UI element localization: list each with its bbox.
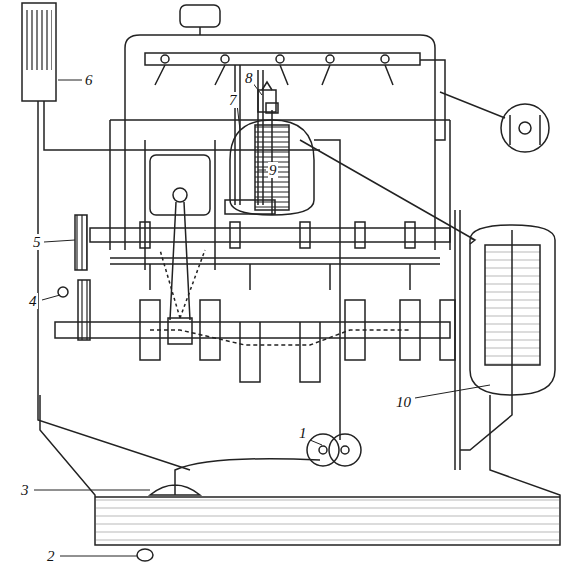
fine-filter <box>230 103 314 215</box>
camshaft <box>90 222 450 248</box>
main-gallery <box>110 258 440 264</box>
engine-block <box>110 120 450 250</box>
flywheel <box>455 210 460 470</box>
callout-number: 3 <box>20 482 30 498</box>
oil-radiator <box>22 3 56 101</box>
callout-number: 9 <box>268 162 278 178</box>
leader-lines <box>34 80 490 556</box>
radiator-return-line <box>38 101 190 470</box>
rockers <box>155 55 393 85</box>
cylinder <box>145 140 215 270</box>
rocker-shaft <box>145 53 420 65</box>
callout-number: 10 <box>395 394 412 410</box>
oil-sump <box>40 395 560 545</box>
connecting-rod <box>170 202 190 320</box>
radiator-feed-line <box>44 101 222 150</box>
pump-delivery-line <box>314 140 340 440</box>
callout-number: 1 <box>298 425 308 441</box>
gear-pump <box>307 434 361 466</box>
callout-number: 4 <box>28 293 38 309</box>
crankshaft-gear <box>78 280 90 340</box>
valve-cover <box>125 35 435 120</box>
filler-cap <box>180 5 220 27</box>
oil-intake <box>150 459 320 495</box>
pressure-gauge-inset <box>501 104 549 152</box>
centrifugal-filter <box>460 225 555 450</box>
callout-number: 6 <box>84 72 94 88</box>
callout-number: 2 <box>46 548 56 564</box>
rocker-oil-line <box>420 60 445 140</box>
callout-number: 8 <box>244 70 254 86</box>
callout-number: 5 <box>32 234 42 250</box>
callout-number: 7 <box>228 92 238 108</box>
crankshaft <box>55 300 455 382</box>
piston <box>150 155 210 215</box>
drain-plug <box>137 549 153 561</box>
camshaft-gear <box>75 215 87 270</box>
